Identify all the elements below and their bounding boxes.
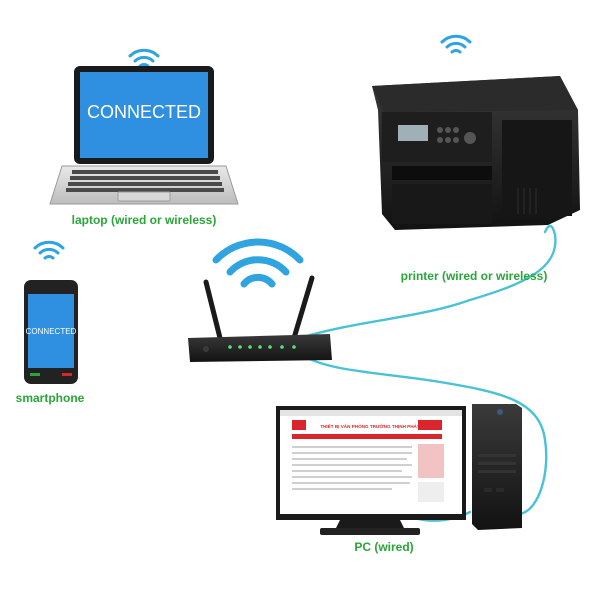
printer bbox=[372, 76, 580, 230]
laptop-label: laptop (wired or wireless) bbox=[72, 213, 217, 227]
wifi-icon bbox=[128, 48, 160, 68]
smartphone-label: smartphone bbox=[16, 391, 85, 405]
wifi-icon bbox=[212, 238, 304, 288]
printer-buttons bbox=[437, 127, 476, 144]
wifi-icon bbox=[33, 240, 65, 260]
pc-label: PC (wired) bbox=[354, 540, 413, 554]
pc-site-title: THIẾT BỊ VĂN PHÒNG TRƯỜNG THỊNH PHÁT bbox=[320, 422, 420, 429]
printer-label: printer (wired or wireless) bbox=[401, 269, 548, 283]
wifi-icon bbox=[440, 34, 472, 54]
router-leds bbox=[228, 345, 296, 349]
smartphone-screen-text: CONNECTED bbox=[26, 327, 77, 336]
laptop-keyboard bbox=[66, 170, 224, 192]
laptop-screen-text: CONNECTED bbox=[87, 102, 201, 122]
monitor-content-lines bbox=[292, 446, 412, 490]
smartphone: CONNECTED bbox=[24, 280, 78, 384]
cable-router-pc bbox=[293, 348, 548, 516]
monitor: THIẾT BỊ VĂN PHÒNG TRƯỜNG THỊNH PHÁT bbox=[276, 406, 466, 535]
router bbox=[188, 275, 332, 362]
pc-tower bbox=[472, 404, 522, 530]
cable-router-printer bbox=[298, 224, 557, 340]
laptop: CONNECTED bbox=[49, 66, 239, 205]
